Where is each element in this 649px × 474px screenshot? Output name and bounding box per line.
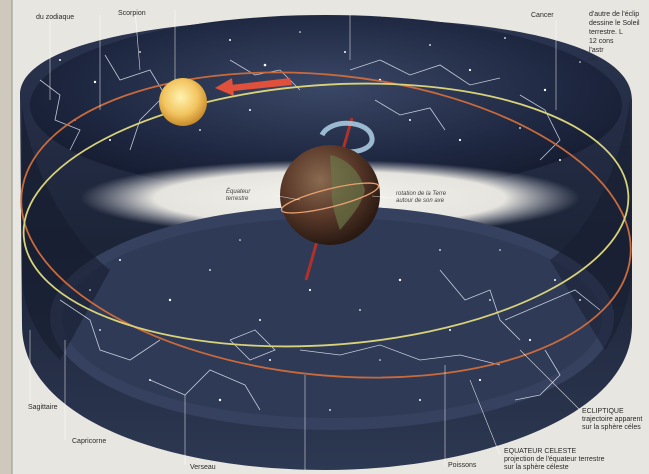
constellations-lower [59,269,601,411]
star-field [59,31,581,411]
earth [280,145,380,245]
label-capricorne: Capricorne [72,438,107,445]
side-line: dessine le Soleil [589,20,640,27]
side-line: 12 cons [589,38,614,45]
label-zodiaque: du zodiaque [36,14,75,21]
label-sagittaire: Sagittaire [28,404,58,411]
label-equateur-terrestre: Équateur terrestre [226,189,251,202]
label-ecliptique: ÉCLIPTIQUE trajectoire apparent sur la s… [582,408,643,431]
side-line: terrestre. L [589,29,623,36]
ecliptic-line [20,71,632,379]
upper-sky [30,15,622,195]
celestial-equator-line [22,82,630,348]
sun-motion-arrow [215,78,292,96]
label-cancer: Cancer [531,12,554,19]
sun [159,78,207,126]
label-poissons: Poissons [448,462,477,469]
label-verseau: Verseau [190,464,216,471]
side-line: d'autre de l'éclip [589,11,640,18]
label-scorpion: Scorpion [118,10,146,17]
side-line: un [589,56,597,63]
side-line: l'astr [589,47,604,54]
side-paragraph: d'autre de l'éclip dessine le Soleil ter… [589,10,649,64]
earth-equator [280,182,380,214]
label-equateur-celeste: ÉQUATEUR CÉLESTE projection de l'équateu… [504,448,605,471]
label-rotation-terre: rotation de la Terre autour de son axe [396,191,447,204]
